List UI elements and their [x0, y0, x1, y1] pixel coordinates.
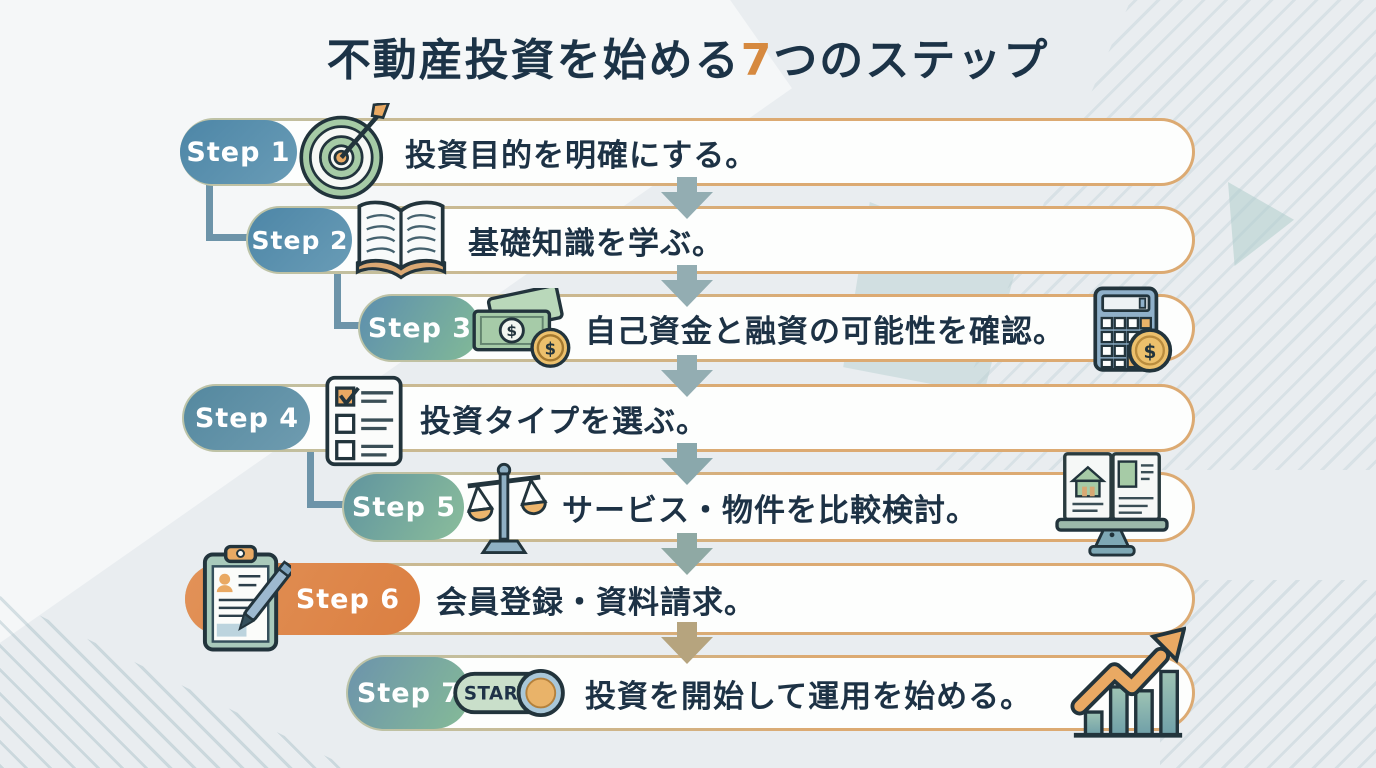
page-title: 不動産投資を始める7つのステップ — [0, 24, 1376, 88]
clipboard-pen-icon — [202, 544, 291, 652]
teal-triangle-decoration — [1228, 182, 1294, 266]
down-arrow-2 — [661, 265, 713, 307]
checklist-icon — [325, 375, 403, 467]
step1-text: 投資目的を明確にする。 — [405, 137, 758, 174]
step1-badge: Step 1 — [180, 120, 297, 184]
balance-scale-icon — [466, 462, 548, 555]
step4-badge: Step 4 — [184, 386, 310, 450]
bill-dollar-sign: $ — [506, 322, 517, 340]
step5-text: サービス・物件を比較検討。 — [562, 492, 978, 529]
money-bills-icon: $ $ — [472, 288, 571, 368]
title-accent-number: 7 — [740, 35, 774, 86]
growth-chart-icon — [1070, 626, 1186, 738]
title-suffix: つのステップ — [773, 35, 1050, 86]
target-icon — [299, 103, 391, 200]
down-arrow-6 — [661, 622, 713, 664]
step5-badge: Step 5 — [344, 474, 464, 540]
connector-step1-step2 — [206, 184, 250, 241]
start-toggle-icon: START — [453, 668, 565, 718]
step5-badge-label: Step 5 — [351, 491, 457, 523]
open-book-icon — [355, 200, 447, 280]
step3-badge-label: Step 3 — [367, 312, 473, 344]
title-prefix: 不動産投資を始める — [326, 35, 741, 86]
monitor-listings-icon — [1055, 452, 1169, 557]
step2-badge-label: Step 2 — [251, 225, 349, 255]
down-arrow-5 — [661, 533, 713, 575]
step7-text: 投資を開始して運用を始める。 — [585, 678, 1033, 715]
start-toggle-label: START — [464, 684, 530, 705]
down-arrow-3 — [661, 355, 713, 397]
step7-badge: Step 7 — [348, 657, 470, 729]
coin-dollar-sign: $ — [545, 340, 556, 359]
calculator-coin-icon: $ — [1093, 286, 1173, 373]
step7-badge-label: Step 7 — [356, 677, 462, 709]
step2-badge: Step 2 — [248, 208, 352, 272]
step3-text: 自己資金と融資の可能性を確認。 — [585, 313, 1065, 350]
step6-badge-label: Step 6 — [295, 583, 400, 615]
down-arrow-1 — [661, 177, 713, 219]
step3-badge: Step 3 — [360, 296, 480, 360]
calc-coin-dollar-sign: $ — [1143, 342, 1156, 363]
down-arrow-4 — [661, 443, 713, 485]
step1-badge-label: Step 1 — [186, 136, 291, 168]
step4-badge-label: Step 4 — [194, 402, 300, 434]
